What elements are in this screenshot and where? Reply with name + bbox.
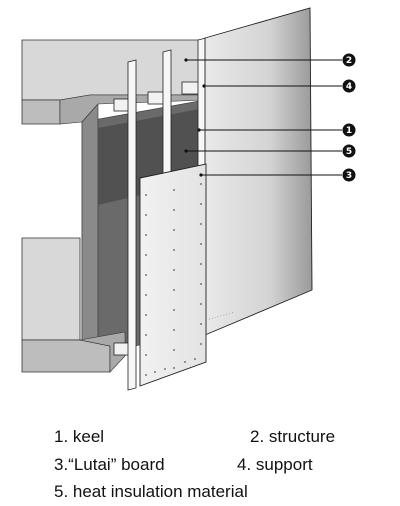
lower-slab — [21, 237, 126, 373]
leader-lines — [186, 59, 342, 176]
callout-4: 4 — [342, 79, 356, 93]
callout-5: 5 — [342, 144, 356, 158]
lutai-board-outer — [204, 7, 313, 336]
callout-2: 2 — [342, 53, 356, 67]
legend-item-support: 4. support — [237, 455, 313, 474]
legend-item-heat-insulation: 5. heat insulation material — [54, 482, 248, 501]
callout-4-label: 4 — [346, 82, 352, 92]
callout-3: 3 — [342, 168, 356, 182]
legend-item-lutai-board: 3.“Lutai” board — [54, 455, 165, 474]
callout-3-label: 3 — [346, 171, 352, 181]
upper-slab — [21, 39, 206, 125]
callout-5-label: 5 — [346, 147, 352, 157]
legend-item-structure: 2. structure — [250, 427, 336, 446]
callout-1: 1 — [342, 123, 356, 137]
legend-item-keel: 1. keel — [54, 427, 105, 446]
lutai-board-front — [139, 163, 236, 387]
callout-2-label: 2 — [346, 56, 352, 66]
callout-1-label: 1 — [346, 126, 352, 136]
